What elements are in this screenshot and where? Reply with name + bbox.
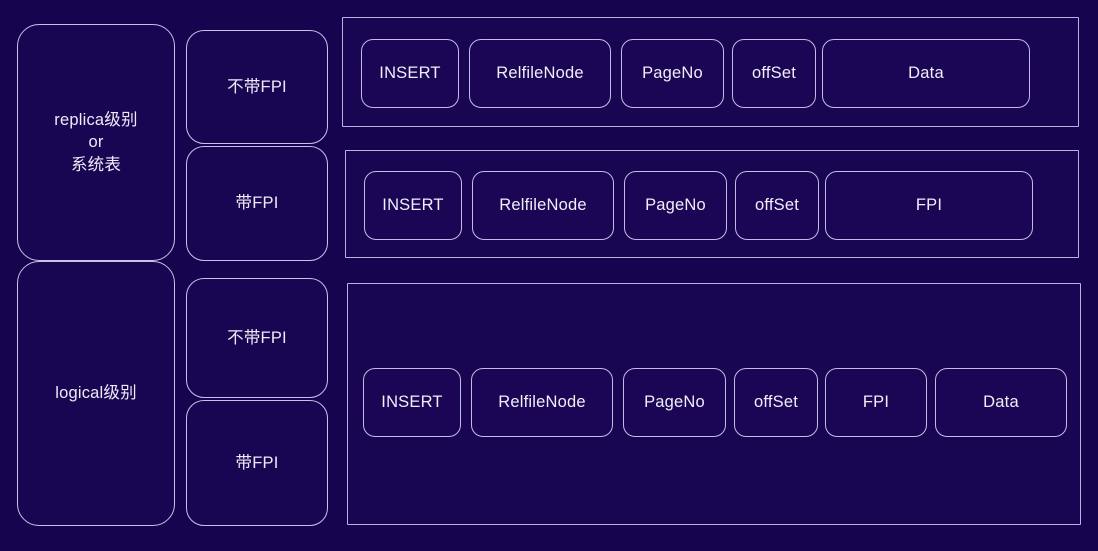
record-frame-replica-with-fpi: INSERT RelfileNode PageNo offSet FPI <box>345 150 1079 258</box>
field-box-insert: INSERT <box>363 368 461 437</box>
field-box-relfilenode: RelfileNode <box>472 171 614 240</box>
record-frame-logical: INSERT RelfileNode PageNo offSet FPI Dat… <box>347 283 1081 525</box>
field-box-pageno: PageNo <box>623 368 726 437</box>
field-box-offset: offSet <box>735 171 819 240</box>
field-box-offset: offSet <box>732 39 816 108</box>
level-box-logical: logical级别 <box>17 261 175 526</box>
field-box-relfilenode: RelfileNode <box>469 39 611 108</box>
field-box-pageno: PageNo <box>621 39 724 108</box>
variant-box-logical-with-fpi: 带FPI <box>186 400 328 526</box>
variant-box-logical-without-fpi: 不带FPI <box>186 278 328 398</box>
field-box-insert: INSERT <box>361 39 459 108</box>
field-box-data: Data <box>822 39 1030 108</box>
field-box-insert: INSERT <box>364 171 462 240</box>
field-box-relfilenode: RelfileNode <box>471 368 613 437</box>
level-box-replica: replica级别 or 系统表 <box>17 24 175 261</box>
variant-box-replica-without-fpi: 不带FPI <box>186 30 328 144</box>
field-box-data: Data <box>935 368 1067 437</box>
variant-box-replica-with-fpi: 带FPI <box>186 146 328 261</box>
field-box-fpi: FPI <box>825 171 1033 240</box>
field-box-pageno: PageNo <box>624 171 727 240</box>
record-frame-replica-without-fpi: INSERT RelfileNode PageNo offSet Data <box>342 17 1079 127</box>
field-box-offset: offSet <box>734 368 818 437</box>
field-box-fpi: FPI <box>825 368 927 437</box>
